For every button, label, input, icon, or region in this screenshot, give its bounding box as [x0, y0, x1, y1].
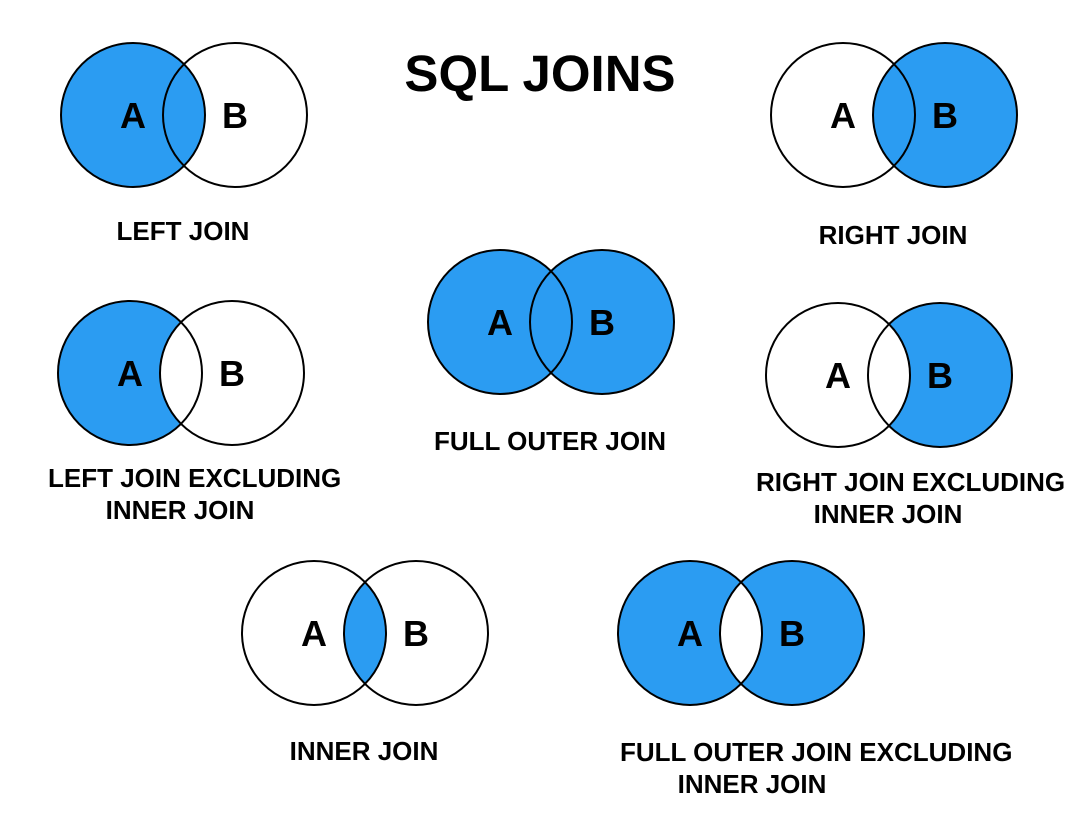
venn-graphic: A B	[57, 300, 305, 446]
caption-line: LEFT JOIN	[116, 216, 250, 246]
circle-b-letter: B	[222, 95, 248, 136]
intersection-region	[868, 324, 910, 426]
circle-a-letter: A	[825, 355, 851, 396]
diagram-caption: FULL OUTER JOIN	[418, 425, 682, 457]
caption-line: INNER JOIN	[813, 499, 963, 529]
circle-a-letter: A	[301, 613, 327, 654]
venn-graphic: A B	[765, 302, 1013, 448]
circle-b-outline	[159, 300, 305, 446]
circle-b-outline	[162, 42, 308, 188]
venn-right-join-excluding-inner-join: A B RIGHT JOIN EXCLUDING INNER JOIN	[756, 300, 1066, 530]
venn-graphic: A B	[241, 560, 489, 706]
circle-b-letter: B	[219, 353, 245, 394]
circle-b-outline	[867, 302, 1013, 448]
circle-b-region	[868, 303, 1012, 447]
intersection-region	[530, 271, 572, 373]
caption-line: INNER JOIN	[677, 769, 827, 799]
circle-b-outline	[719, 560, 865, 706]
venn-graphic: A B	[427, 249, 675, 395]
caption-line: RIGHT JOIN	[818, 220, 968, 250]
circle-b-outline	[343, 560, 489, 706]
circle-a-outline	[57, 300, 203, 446]
intersection-region	[873, 64, 915, 166]
circle-a-letter: A	[830, 95, 856, 136]
caption-line: INNER JOIN	[289, 736, 439, 766]
circle-b-region	[160, 301, 304, 445]
circle-a-outline	[427, 249, 573, 395]
circle-b-region	[873, 43, 1017, 187]
circle-b-region	[720, 561, 864, 705]
caption-line: FULL OUTER JOIN EXCLUDING	[620, 737, 1013, 767]
venn-left-join: A B LEFT JOIN	[51, 40, 315, 247]
circle-a-outline	[770, 42, 916, 188]
circle-a-outline	[241, 560, 387, 706]
circle-b-letter: B	[403, 613, 429, 654]
venn-graphic: A B	[770, 42, 1018, 188]
circle-b-region	[163, 43, 307, 187]
circle-a-region	[61, 43, 205, 187]
venn-full-outer-join-excluding-inner-join: A B FULL OUTER JOIN EXCLUDING INNER JOIN	[608, 558, 1012, 800]
diagram-caption: FULL OUTER JOIN EXCLUDING INNER JOIN	[620, 736, 1013, 800]
venn-graphic: A B	[60, 42, 308, 188]
circle-b-letter: B	[932, 95, 958, 136]
caption-line: LEFT JOIN EXCLUDING	[48, 463, 342, 493]
venn-left-join-excluding-inner-join: A B LEFT JOIN EXCLUDING INNER JOIN	[48, 298, 342, 526]
venn-right-join: A B RIGHT JOIN	[761, 40, 1025, 251]
caption-line: INNER JOIN	[105, 495, 255, 525]
page-title: SQL JOINS	[404, 45, 676, 103]
circle-a-region	[58, 301, 202, 445]
circle-b-region	[530, 250, 674, 394]
circle-a-outline	[60, 42, 206, 188]
circle-a-region	[771, 43, 915, 187]
circle-a-letter: A	[117, 353, 143, 394]
circle-a-letter: A	[677, 613, 703, 654]
circle-a-letter: A	[120, 95, 146, 136]
venn-inner-join: A B INNER JOIN	[232, 558, 496, 767]
intersection-region	[163, 64, 205, 166]
circle-a-letter: A	[487, 302, 513, 343]
circle-b-letter: B	[779, 613, 805, 654]
circle-a-region	[428, 250, 572, 394]
diagram-caption: RIGHT JOIN EXCLUDING INNER JOIN	[756, 466, 1066, 530]
circle-b-outline	[872, 42, 1018, 188]
circle-a-region	[766, 303, 910, 447]
venn-full-outer-join: A B FULL OUTER JOIN	[418, 247, 682, 457]
intersection-region	[160, 322, 202, 424]
circle-b-letter: B	[589, 302, 615, 343]
intersection-region	[344, 582, 386, 684]
circle-a-region	[242, 561, 386, 705]
caption-line: RIGHT JOIN EXCLUDING	[756, 467, 1066, 497]
diagram-caption: RIGHT JOIN	[761, 219, 1025, 251]
circle-b-region	[344, 561, 488, 705]
circle-a-outline	[617, 560, 763, 706]
diagram-caption: LEFT JOIN	[51, 215, 315, 247]
caption-line: FULL OUTER JOIN	[433, 426, 667, 456]
intersection-region	[720, 582, 762, 684]
venn-graphic: A B	[617, 560, 865, 706]
circle-b-letter: B	[927, 355, 953, 396]
circle-b-outline	[529, 249, 675, 395]
circle-a-region	[618, 561, 762, 705]
diagram-caption: INNER JOIN	[232, 735, 496, 767]
diagram-caption: LEFT JOIN EXCLUDING INNER JOIN	[48, 462, 342, 526]
circle-a-outline	[765, 302, 911, 448]
